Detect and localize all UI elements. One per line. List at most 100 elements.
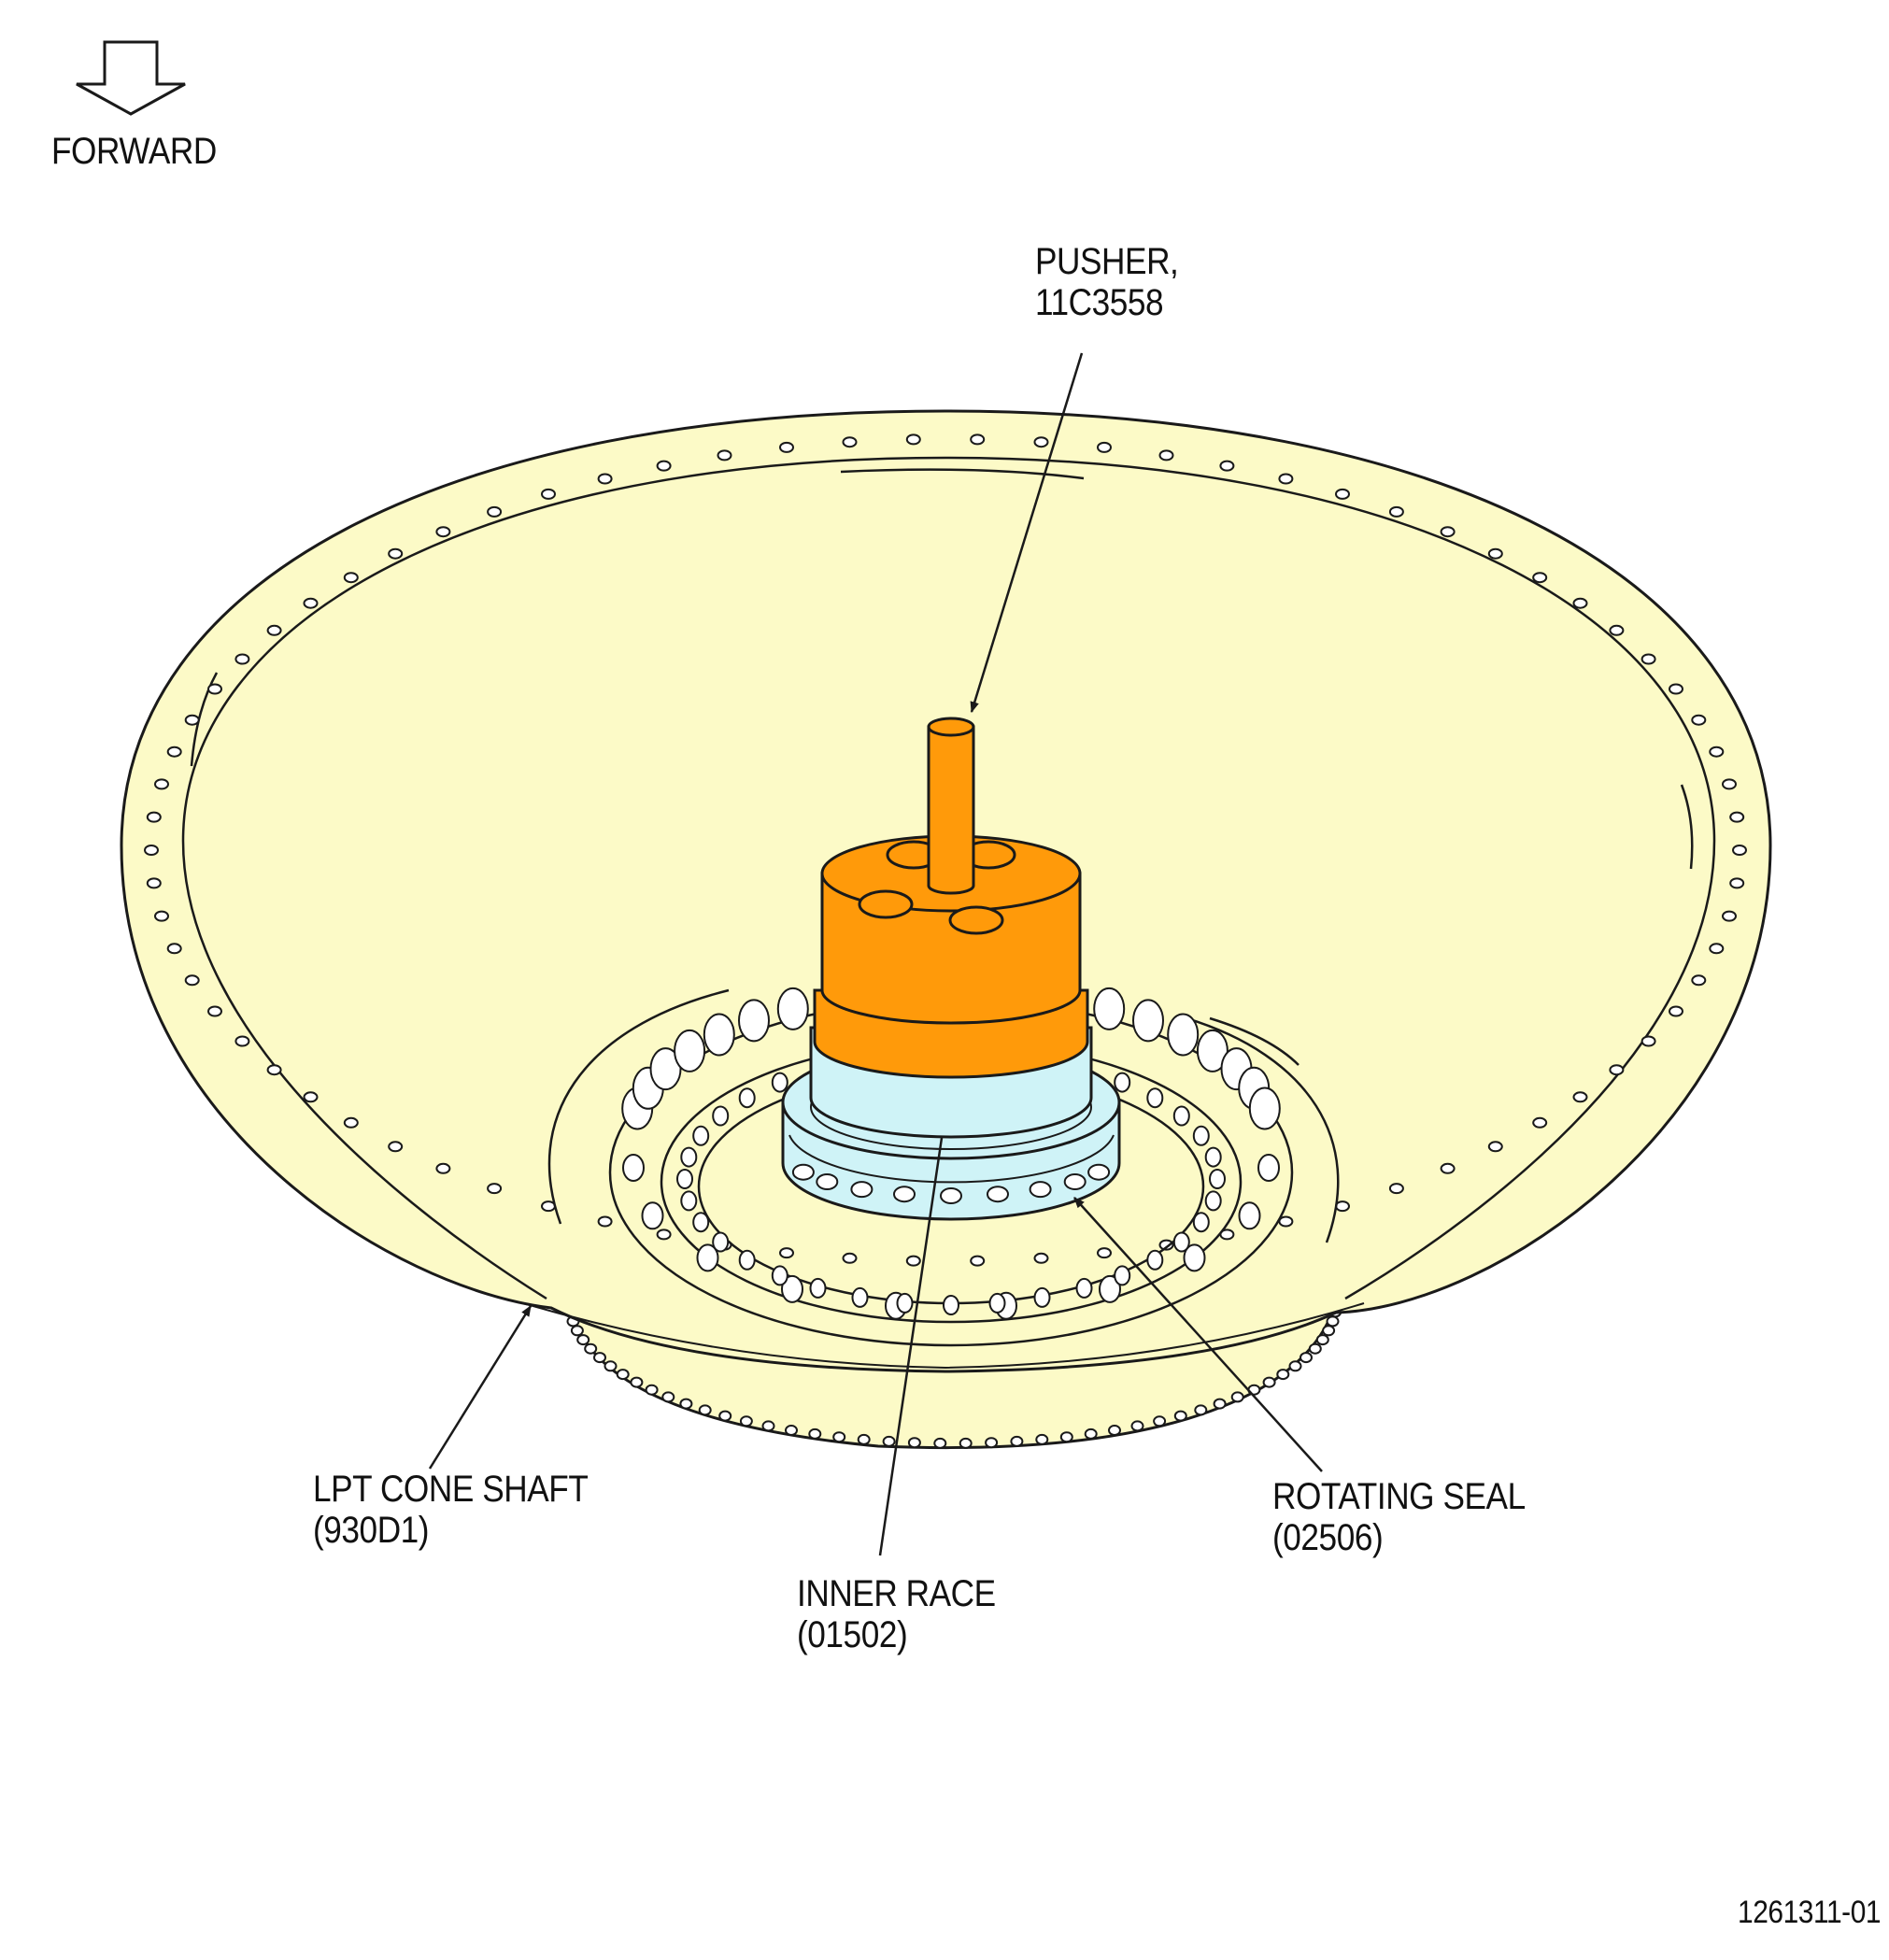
rim-bolt-hole (1722, 778, 1737, 790)
rim-bolt-hole (1487, 547, 1503, 560)
hub-outer-hole (1248, 1087, 1281, 1130)
rim-bolt-hole (1691, 974, 1707, 987)
hub-outer-hole (1196, 1029, 1229, 1072)
figure-id: 1261311-01 (1738, 1895, 1882, 1930)
flange-scallop (576, 1334, 590, 1346)
flange-scallop (1059, 1431, 1073, 1443)
rim-bolt-hole (1388, 1183, 1404, 1195)
hub-inner-hole (1075, 1277, 1093, 1299)
rim-bolt-hole (234, 1035, 250, 1047)
rim-bolt-hole (905, 433, 921, 446)
inner-race-leader (878, 1137, 944, 1556)
hub-inner-hole (1114, 1265, 1131, 1286)
seal-slot (1063, 1173, 1087, 1190)
flange-scallop (785, 1425, 798, 1436)
flange-scallop (761, 1420, 775, 1432)
cone-shaft-leader (428, 1304, 533, 1470)
seal-slot (816, 1173, 839, 1190)
hub-inner-hole (1192, 1212, 1210, 1233)
seal-slot (1029, 1181, 1052, 1199)
hub-inner-hole (676, 1169, 693, 1189)
rim-bolt-hole (970, 1255, 986, 1267)
rotating-seal-leader (1073, 1197, 1323, 1472)
hub-outer-hole (696, 1243, 719, 1272)
inner-race-callout: INNER RACE (01502) (797, 1573, 996, 1655)
flange-scallop (907, 1437, 921, 1449)
flange-scallop (1108, 1425, 1121, 1436)
seal-slot (987, 1186, 1009, 1203)
rim-bolt-hole (144, 845, 159, 856)
flange-scallop (718, 1410, 732, 1422)
rim-bolt-hole (1440, 526, 1456, 538)
rotating-seal-name: ROTATING SEAL (1272, 1476, 1526, 1517)
rim-bolt-hole (1572, 597, 1588, 609)
hub-outer-hole (1238, 1201, 1261, 1230)
flange-scallop (1153, 1415, 1167, 1427)
pusher-part (813, 717, 1089, 1079)
rim-bolt-hole (1335, 488, 1350, 500)
hub-inner-hole (771, 1265, 788, 1286)
rim-bolt-hole (1219, 460, 1235, 472)
rim-bolt-hole (1278, 1215, 1294, 1228)
flange-scallop (698, 1404, 712, 1416)
rim-bolt-hole (1033, 436, 1049, 448)
rim-bolt-hole (184, 974, 200, 987)
rim-bolt-hole (303, 1091, 319, 1103)
rim-bolt-hole (1729, 811, 1745, 823)
rim-bolt-hole (146, 877, 162, 889)
flange-scallop (661, 1391, 675, 1403)
rim-bolt-hole (1388, 505, 1404, 518)
rim-bolt-hole (207, 683, 222, 695)
rim-bolt-hole (184, 714, 200, 726)
rim-bolt-hole (1278, 473, 1294, 485)
rotating-seal-callout: ROTATING SEAL (02506) (1272, 1476, 1526, 1558)
forward-label: FORWARD (51, 131, 217, 172)
flange-scallop (1326, 1315, 1340, 1328)
rim-bolt-hole (541, 488, 556, 500)
seal-slot (893, 1186, 916, 1203)
rim-bolt-hole (717, 449, 732, 462)
rim-bolt-hole (1709, 746, 1725, 758)
hub-outer-hole (1257, 1154, 1280, 1182)
rim-bolt-hole (1691, 714, 1707, 726)
rim-bolt-hole (1669, 1005, 1683, 1017)
rim-bolt-hole (1158, 1239, 1174, 1251)
flange-scallop (584, 1342, 598, 1355)
rim-bolt-hole (388, 1141, 404, 1153)
rim-bolt-hole (1097, 441, 1112, 453)
rim-bolt-hole (1532, 1116, 1548, 1129)
flange-scallop (985, 1437, 999, 1449)
cone-shaft-part-number: (930D1) (313, 1510, 430, 1551)
rim-bolt-hole (266, 624, 282, 636)
flange-scallop (857, 1433, 871, 1445)
cone-shaft-name: LPT CONE SHAFT (313, 1469, 589, 1510)
flange-scallop (1288, 1360, 1302, 1372)
flange-scallop (1213, 1398, 1227, 1410)
rim-bolt-hole (166, 746, 182, 758)
hub-inner-hole (1204, 1190, 1222, 1212)
hub-inner-hole (680, 1190, 698, 1212)
hub-outer-hole (781, 1274, 803, 1303)
flange-scallop (570, 1325, 584, 1337)
hub-inner-hole (692, 1212, 710, 1233)
inner-race-name: INNER RACE (797, 1573, 996, 1614)
hub-inner-hole (896, 1292, 914, 1314)
rim-bolt-hole (1729, 877, 1745, 889)
rim-bolt-hole (842, 1252, 858, 1264)
rim-bolt-hole (1609, 1064, 1625, 1076)
rim-bolt-hole (905, 1255, 921, 1267)
flange-scallop (1230, 1391, 1244, 1403)
hub-inner-hole (712, 1231, 730, 1253)
rim-bolt-hole (1033, 1252, 1049, 1264)
pusher-part-number: 11C3558 (1035, 282, 1164, 323)
flange-scallop (1315, 1334, 1329, 1346)
rim-bolt-hole (597, 473, 613, 485)
flange-scallop (645, 1384, 659, 1396)
hub-inner-hole (1146, 1087, 1164, 1109)
hub-outer-hole (674, 1029, 706, 1072)
hub-inner-hole (1209, 1169, 1226, 1189)
seal-slot (791, 1163, 815, 1181)
hub-inner-hole (1114, 1072, 1131, 1093)
rim-bolt-hole (1572, 1091, 1588, 1103)
